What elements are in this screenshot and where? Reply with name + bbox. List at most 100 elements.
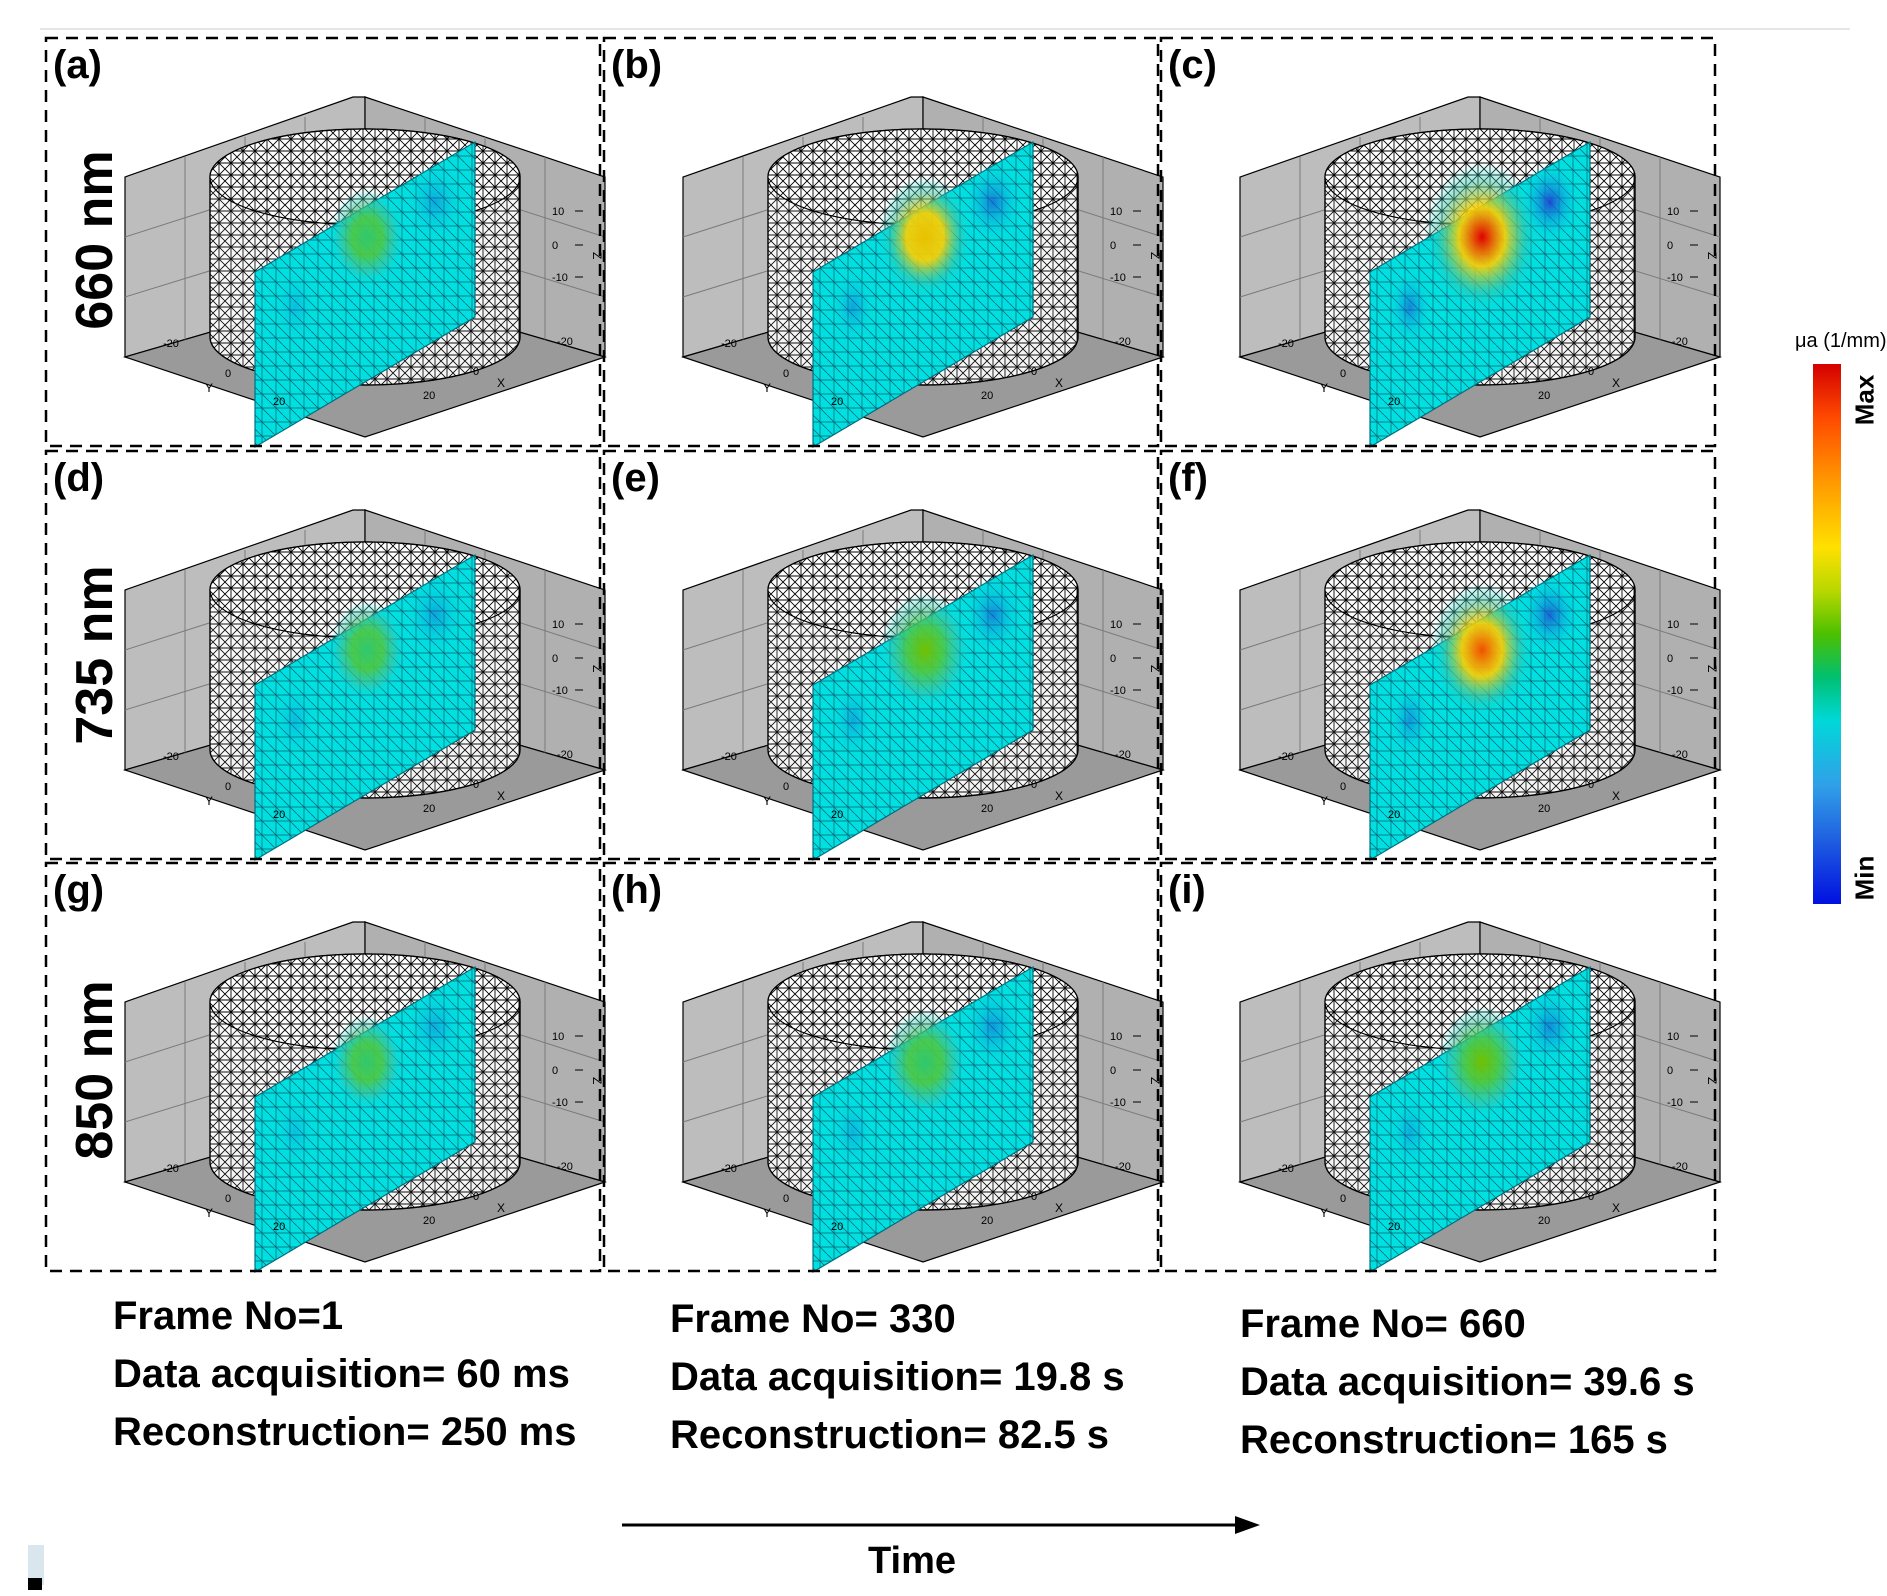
x-tick-label: -20 bbox=[1672, 749, 1688, 761]
z-tick-label: 0 bbox=[1110, 653, 1116, 665]
y-tick-label: 20 bbox=[831, 396, 843, 408]
x-tick-label: 20 bbox=[1538, 803, 1550, 815]
y-axis-label: Y bbox=[205, 381, 213, 395]
panel-label: (g) bbox=[53, 868, 105, 912]
panel-label: (d) bbox=[53, 456, 105, 500]
z-axis-label: Z bbox=[1148, 252, 1162, 259]
y-tick-label: 0 bbox=[783, 781, 789, 793]
low-absorption-region bbox=[1520, 987, 1580, 1067]
y-tick-label: -20 bbox=[721, 1163, 737, 1175]
y-axis-label: Y bbox=[1320, 381, 1328, 395]
z-tick-label: -10 bbox=[1110, 272, 1126, 284]
x-tick-label: 0 bbox=[1031, 1191, 1037, 1203]
y-axis-label: Y bbox=[1320, 794, 1328, 808]
y-tick-label: -20 bbox=[721, 751, 737, 763]
low-absorption-region bbox=[831, 1094, 875, 1170]
time-arrow bbox=[622, 1516, 1260, 1534]
x-tick-label: -20 bbox=[1115, 336, 1131, 348]
panel-label: (f) bbox=[1168, 456, 1208, 500]
z-tick-label: 0 bbox=[552, 653, 558, 665]
z-tick-label: -10 bbox=[1667, 685, 1683, 697]
reconstruction: Reconstruction= 82.5 s bbox=[670, 1413, 1110, 1457]
z-tick-label: -10 bbox=[552, 1097, 568, 1109]
panel-border bbox=[1159, 861, 1717, 1273]
y-tick-label: -20 bbox=[163, 1163, 179, 1175]
z-axis-label: Z bbox=[590, 1077, 604, 1084]
frame-number: Frame No= 330 bbox=[670, 1297, 956, 1341]
z-tick-label: 10 bbox=[1110, 1031, 1122, 1043]
z-tick-label: 10 bbox=[1110, 206, 1122, 218]
high-absorption-region bbox=[331, 1015, 403, 1109]
z-axis-label: Z bbox=[1148, 665, 1162, 672]
z-tick-label: 10 bbox=[1667, 619, 1679, 631]
x-axis-label: X bbox=[1055, 789, 1063, 803]
z-tick-label: 10 bbox=[1110, 619, 1122, 631]
x-tick-label: 0 bbox=[473, 779, 479, 791]
x-axis-label: X bbox=[1055, 1201, 1063, 1215]
x-tick-label: 0 bbox=[473, 366, 479, 378]
time-arrow-head bbox=[1235, 1516, 1260, 1534]
frame-number: Frame No= 660 bbox=[1240, 1302, 1526, 1346]
corner-mark-dark bbox=[28, 1578, 42, 1590]
y-tick-label: 20 bbox=[273, 1221, 285, 1233]
low-absorption-region bbox=[1520, 575, 1580, 655]
low-absorption-region bbox=[963, 162, 1023, 242]
x-tick-label: -20 bbox=[557, 336, 573, 348]
column-info-2: Frame No= 330 Data acquisition= 19.8 s R… bbox=[670, 1290, 1125, 1464]
x-tick-label: 0 bbox=[1031, 779, 1037, 791]
panel-label: (e) bbox=[611, 456, 660, 500]
x-tick-label: 0 bbox=[473, 1191, 479, 1203]
z-axis-label: Z bbox=[590, 252, 604, 259]
y-tick-label: 0 bbox=[1340, 781, 1346, 793]
z-tick-label: -10 bbox=[1110, 1097, 1126, 1109]
y-tick-label: 20 bbox=[273, 809, 285, 821]
x-axis-label: X bbox=[497, 376, 505, 390]
x-tick-label: 20 bbox=[981, 390, 993, 402]
y-tick-label: -20 bbox=[721, 338, 737, 350]
high-absorption-region bbox=[329, 188, 405, 286]
y-tick-label: -20 bbox=[163, 338, 179, 350]
z-tick-label: 10 bbox=[552, 1031, 564, 1043]
z-tick-label: 0 bbox=[1667, 1065, 1673, 1077]
x-tick-label: 20 bbox=[423, 803, 435, 815]
low-absorption-region bbox=[273, 269, 317, 345]
x-tick-label: -20 bbox=[557, 749, 573, 761]
y-tick-label: -20 bbox=[1278, 1163, 1294, 1175]
panel-border bbox=[602, 36, 1160, 448]
low-absorption-region bbox=[273, 1094, 317, 1170]
z-tick-label: 10 bbox=[552, 619, 564, 631]
low-absorption-region bbox=[1388, 682, 1432, 758]
x-tick-label: 0 bbox=[1588, 366, 1594, 378]
y-tick-label: 20 bbox=[1388, 1221, 1400, 1233]
z-tick-label: -10 bbox=[552, 272, 568, 284]
z-tick-label: 10 bbox=[1667, 206, 1679, 218]
x-tick-label: -20 bbox=[1115, 1161, 1131, 1173]
data-acquisition: Data acquisition= 19.8 s bbox=[670, 1355, 1125, 1399]
data-acquisition: Data acquisition= 60 ms bbox=[113, 1352, 570, 1396]
y-tick-label: -20 bbox=[163, 751, 179, 763]
reconstruction: Reconstruction= 165 s bbox=[1240, 1418, 1668, 1462]
y-tick-label: -20 bbox=[1278, 751, 1294, 763]
low-absorption-region bbox=[963, 987, 1023, 1067]
x-tick-label: 20 bbox=[423, 1215, 435, 1227]
high-absorption-region bbox=[1424, 162, 1540, 312]
x-axis-label: X bbox=[1612, 789, 1620, 803]
y-tick-label: 0 bbox=[783, 1193, 789, 1205]
y-tick-label: 0 bbox=[1340, 1193, 1346, 1205]
low-absorption-region bbox=[405, 987, 465, 1067]
low-absorption-region bbox=[831, 682, 875, 758]
top-rule bbox=[40, 28, 1850, 30]
row-label-850: 850 nm bbox=[66, 980, 124, 1160]
